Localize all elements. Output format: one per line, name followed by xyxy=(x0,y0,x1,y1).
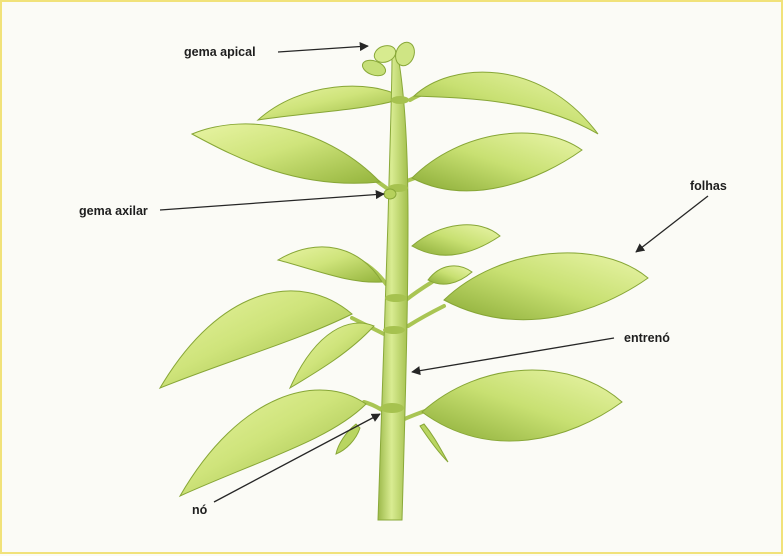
arrow-leaves xyxy=(636,196,708,252)
arrow-internode xyxy=(412,338,614,372)
label-leaves: folhas xyxy=(690,179,727,193)
leaf xyxy=(192,124,380,183)
axillary-bud xyxy=(384,189,396,199)
leaf xyxy=(428,266,472,284)
leaf xyxy=(278,247,382,282)
leaf xyxy=(414,72,598,134)
leaf xyxy=(420,424,448,462)
leaf xyxy=(180,390,366,496)
label-node: nó xyxy=(192,503,208,517)
leaf xyxy=(412,225,500,255)
arrow-axillary-bud xyxy=(160,194,384,210)
leaf xyxy=(422,370,622,441)
label-internode: entrenó xyxy=(624,331,670,345)
label-axillary-bud: gema axilar xyxy=(79,204,148,218)
leaf xyxy=(412,133,582,191)
leaf xyxy=(258,86,404,120)
label-apical-bud: gema apical xyxy=(184,45,256,59)
stem xyxy=(378,56,408,520)
apical-bud xyxy=(360,40,417,79)
leaf xyxy=(444,253,648,320)
leaf xyxy=(336,424,360,454)
arrow-apical-bud xyxy=(278,46,368,52)
